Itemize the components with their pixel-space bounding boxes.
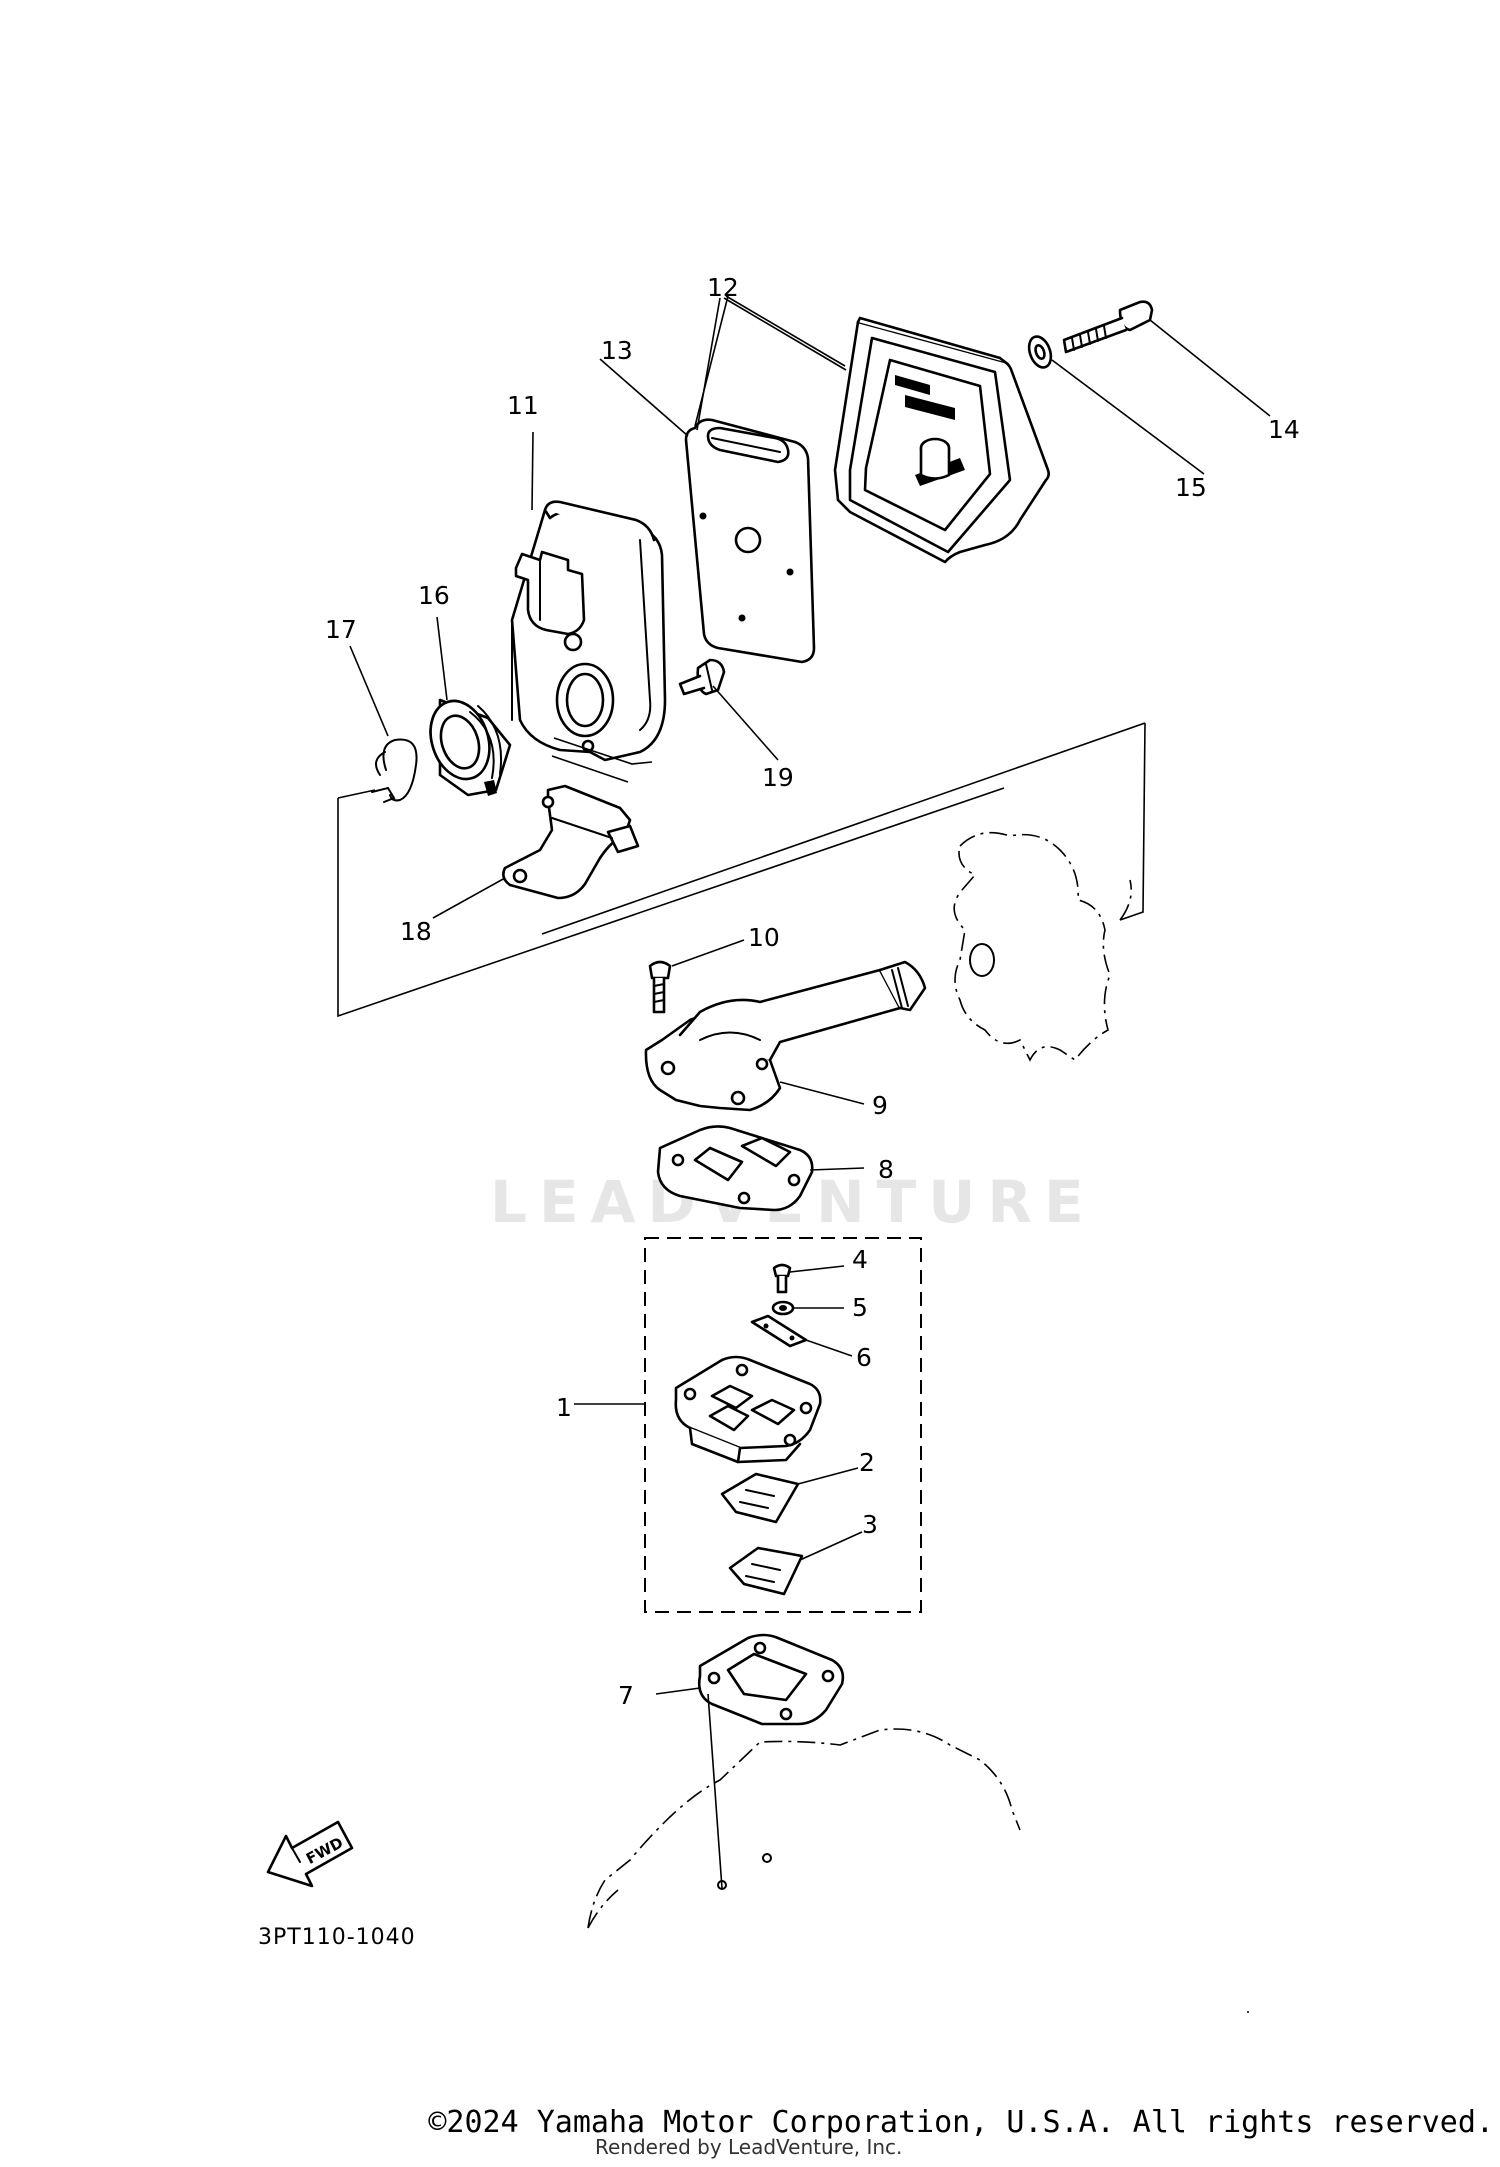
part-17-clamp[interactable] xyxy=(371,738,418,803)
leader-lines xyxy=(349,295,1271,1695)
callout-12: 12 xyxy=(707,273,739,302)
callout-3: 3 xyxy=(862,1510,878,1539)
part-12-silencer-cover[interactable] xyxy=(833,316,1050,564)
part-3-reed-valve[interactable] xyxy=(728,1546,804,1596)
callout-9: 9 xyxy=(872,1091,888,1120)
callout-11: 11 xyxy=(507,391,539,420)
part-16-joint[interactable] xyxy=(421,693,512,797)
callout-17: 17 xyxy=(325,615,357,644)
callout-16: 16 xyxy=(418,581,450,610)
engine-outline-upper xyxy=(953,831,1111,1062)
engine-outline-lower xyxy=(587,1728,1021,1929)
callout-15: 15 xyxy=(1175,473,1207,502)
assembly-frame xyxy=(337,722,1146,1889)
part-18-bracket[interactable] xyxy=(502,784,640,900)
callout-14: 14 xyxy=(1268,415,1300,444)
part-8-gasket[interactable] xyxy=(656,1125,814,1212)
part-13-filter-element[interactable] xyxy=(684,418,816,664)
part-15-washer[interactable] xyxy=(1025,334,1055,371)
part-7-gasket[interactable] xyxy=(697,1633,845,1726)
callout-4: 4 xyxy=(852,1245,868,1274)
copyright-notice: ©2024 Yamaha Motor Corporation, U.S.A. A… xyxy=(428,2105,1494,2140)
corner-dot xyxy=(1247,2011,1249,2013)
fwd-arrow-icon: FWD xyxy=(266,1820,354,1888)
reed-valve-assembly-box xyxy=(644,1237,922,1613)
callout-19: 19 xyxy=(762,763,794,792)
part-2-reed-valve[interactable] xyxy=(720,1472,800,1524)
part-9-intake-manifold[interactable] xyxy=(644,960,927,1112)
part-10-screw[interactable] xyxy=(648,960,672,1014)
callout-18: 18 xyxy=(400,917,432,946)
part-14-bolt[interactable] xyxy=(1062,300,1154,354)
part-6-stopper[interactable] xyxy=(750,1314,808,1348)
callout-7: 7 xyxy=(618,1681,634,1710)
part-19-bolt[interactable] xyxy=(678,658,726,696)
rendered-by-notice: Rendered by LeadVenture, Inc. xyxy=(595,2135,903,2159)
diagram-code: 3PT110-1040 xyxy=(258,1925,416,1950)
callout-10: 10 xyxy=(748,923,780,952)
part-1-reed-valve-assy[interactable] xyxy=(674,1355,822,1464)
part-11-silencer-case[interactable] xyxy=(510,500,667,762)
part-5-washer[interactable] xyxy=(771,1300,795,1316)
callout-labels: 1 2 3 4 5 6 7 8 9 10 11 12 13 14 15 16 1… xyxy=(325,273,1300,1710)
callout-8: 8 xyxy=(878,1155,894,1184)
callout-6: 6 xyxy=(856,1343,872,1372)
callout-13: 13 xyxy=(601,336,633,365)
callout-2: 2 xyxy=(859,1448,875,1477)
callout-5: 5 xyxy=(852,1293,868,1322)
part-4-screw[interactable] xyxy=(772,1263,792,1294)
callout-1: 1 xyxy=(556,1393,572,1422)
